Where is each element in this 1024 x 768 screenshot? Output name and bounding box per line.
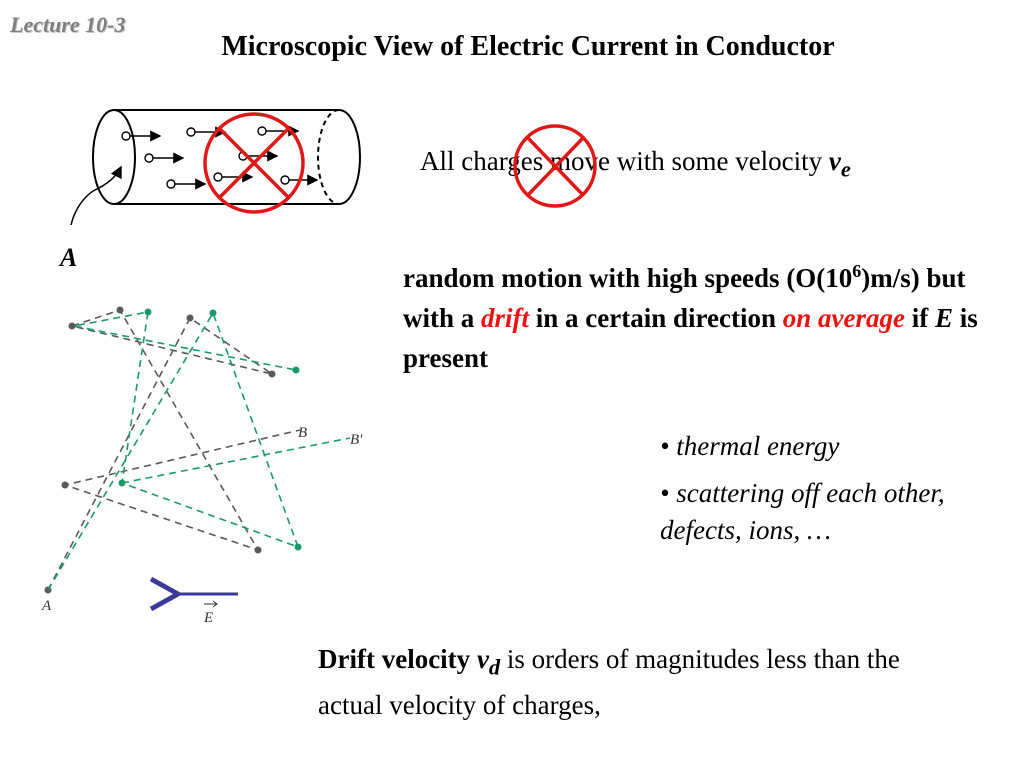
random-motion-text: random motion with high speeds (O(106)m/… (403, 261, 978, 373)
cross-icon (513, 124, 597, 208)
label-A: A (41, 598, 52, 614)
green-path-points (118, 308, 302, 551)
area-label: A (60, 243, 78, 272)
green-path (47, 311, 351, 591)
label-E: E (203, 610, 213, 626)
charge-particles (121, 125, 319, 190)
bullet-item: • scattering off each other, defects, io… (660, 478, 945, 545)
random-path-diagram: A B B' E (41, 306, 363, 626)
drift-velocity-text: Drift velocity vd is orders of magnitude… (318, 644, 900, 721)
all-charges-statement: All charges move with some velocity ve (420, 146, 851, 182)
on-average-term: on average (782, 303, 905, 333)
conductor-cylinder-diagram (70, 109, 361, 225)
gray-path-points (44, 306, 276, 594)
gray-path (47, 309, 301, 591)
bullet-item: • thermal energy (660, 431, 840, 461)
drift-term: drift (481, 303, 530, 333)
lecture-tag: Lecture 10-3 (10, 12, 126, 37)
cross-icon (203, 112, 305, 214)
cause-bullets: • thermal energy • scattering off each o… (660, 428, 960, 559)
label-B: B (298, 425, 307, 441)
slide-title: Microscopic View of Electric Current in … (221, 31, 835, 62)
field-vector-bar-head (212, 600, 218, 608)
label-B-prime: B' (350, 432, 363, 448)
area-pointer-arrow (70, 165, 122, 225)
